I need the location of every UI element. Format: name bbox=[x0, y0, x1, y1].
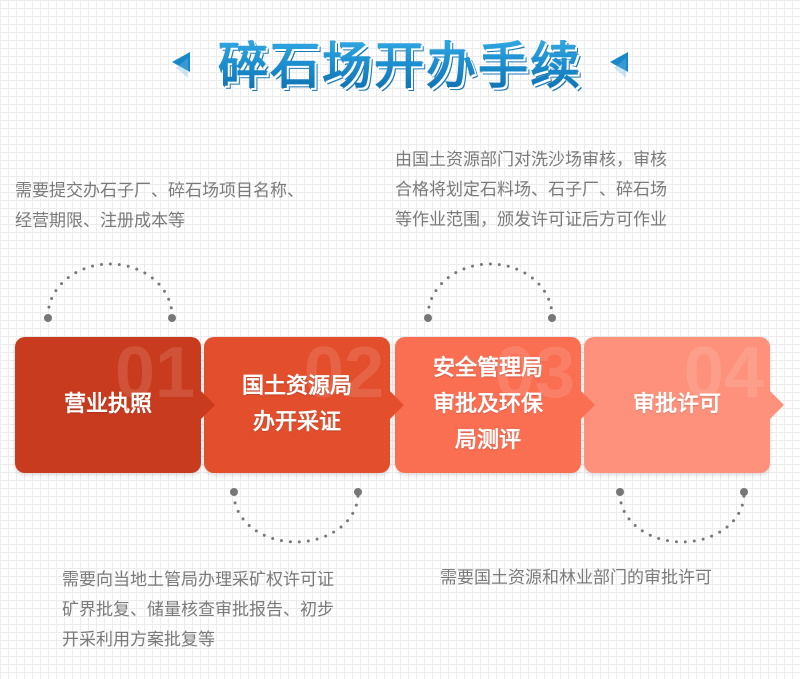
arrow-right-icon bbox=[201, 391, 215, 419]
right-triangle-icon bbox=[610, 52, 628, 78]
step-number: 01 bbox=[114, 333, 195, 413]
step-number: 03 bbox=[494, 333, 575, 413]
arrow-right-icon bbox=[770, 391, 784, 419]
step-card-3: 03 安全管理局 审批及环保 局测评 bbox=[395, 333, 595, 473]
step-2-description: 需要向当地土管局办理采矿权许可证 矿界批复、储量核查审批报告、初步 开采利用方案… bbox=[62, 570, 334, 650]
dotted-arc-top-1-icon bbox=[44, 262, 176, 322]
dotted-arc-top-3-icon bbox=[424, 262, 556, 322]
step-label: 营业执照 bbox=[63, 392, 152, 417]
step-number: 04 bbox=[683, 333, 764, 413]
step-4-description: 需要国土资源和林业部门的审批许可 bbox=[440, 568, 712, 588]
step-card-1: 01 营业执照 bbox=[15, 333, 215, 473]
step-3-description: 由国土资源部门对洗沙场审核，审核 合格将划定石料场、石子厂、碎石场 等作业范围，… bbox=[395, 150, 667, 230]
step-card-4: 04 审批许可 bbox=[584, 333, 784, 473]
arrow-right-icon bbox=[390, 391, 404, 419]
step-card-2: 02 国土资源局 办开采证 bbox=[204, 333, 404, 473]
step-label: 安全管理局 审批及环保 局测评 bbox=[432, 356, 543, 453]
dotted-arc-bottom-4-icon bbox=[616, 488, 748, 544]
page-title: 碎石场开办手续 bbox=[218, 26, 582, 98]
step-label: 国土资源局 办开采证 bbox=[241, 374, 352, 435]
step-1-description: 需要提交办石子厂、碎石场项目名称、 经营期限、注册成本等 bbox=[15, 181, 304, 231]
title-banner: 碎石场开办手续 bbox=[0, 22, 800, 102]
arrow-right-icon bbox=[581, 391, 595, 419]
left-triangle-icon bbox=[172, 52, 190, 78]
step-number: 02 bbox=[303, 333, 384, 413]
step-label: 审批许可 bbox=[632, 392, 721, 417]
dotted-arc-bottom-2-icon bbox=[230, 488, 362, 544]
